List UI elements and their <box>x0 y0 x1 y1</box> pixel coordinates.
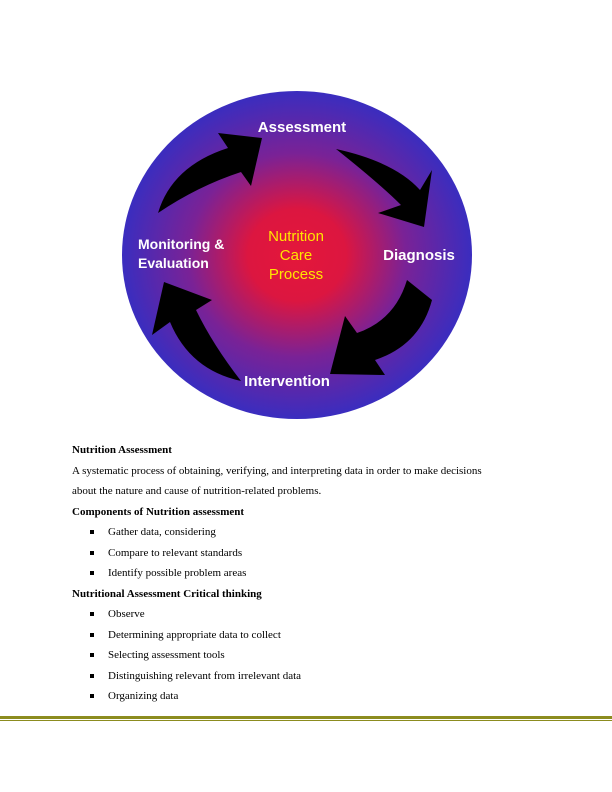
heading-critical-thinking: Nutritional Assessment Critical thinking <box>72 587 262 600</box>
arrow-assessment-to-diagnosis <box>336 149 432 227</box>
heading-nutrition-assessment: Nutrition Assessment <box>72 444 172 456</box>
list-item: Organizing data <box>72 686 542 707</box>
definition-line-2: about the nature and cause of nutrition-… <box>72 485 322 497</box>
arrow-diagnosis-to-intervention <box>330 280 432 375</box>
list-item: Observe <box>72 604 542 625</box>
list-item: Gather data, considering <box>72 522 542 543</box>
list-item: Identify possible problem areas <box>72 563 542 584</box>
center-label-line2: Care <box>280 247 313 264</box>
footer-rule-thin <box>0 720 612 721</box>
critical-thinking-list: Observe Determining appropriate data to … <box>72 604 542 707</box>
arrow-monitoring-to-assessment <box>158 133 262 213</box>
list-item: Selecting assessment tools <box>72 645 542 666</box>
list-item: Compare to relevant standards <box>72 543 542 564</box>
footer-rule <box>0 716 612 719</box>
step-intervention-label: Intervention <box>244 373 330 390</box>
center-label-line1: Nutrition <box>268 228 324 245</box>
list-item: Distinguishing relevant from irrelevant … <box>72 666 542 687</box>
arrow-intervention-to-monitoring <box>152 282 241 381</box>
document-body: Nutrition Assessment A systematic proces… <box>72 440 542 707</box>
definition-line-1: A systematic process of obtaining, verif… <box>72 464 482 477</box>
heading-components: Components of Nutrition assessment <box>72 505 245 518</box>
center-label-line3: Process <box>269 266 323 283</box>
step-monitoring-label-line1: Monitoring & <box>138 236 224 252</box>
list-item: Determining appropriate data to collect <box>72 625 542 646</box>
step-assessment-label: Assessment <box>258 119 346 136</box>
definition-paragraph: A systematic process of obtaining, verif… <box>72 461 542 502</box>
nutrition-care-process-diagram: Assessment Diagnosis Intervention Monito… <box>122 91 472 419</box>
step-diagnosis-label: Diagnosis <box>383 247 455 264</box>
components-list: Gather data, considering Compare to rele… <box>72 522 542 584</box>
step-monitoring-label-line2: Evaluation <box>138 255 209 271</box>
